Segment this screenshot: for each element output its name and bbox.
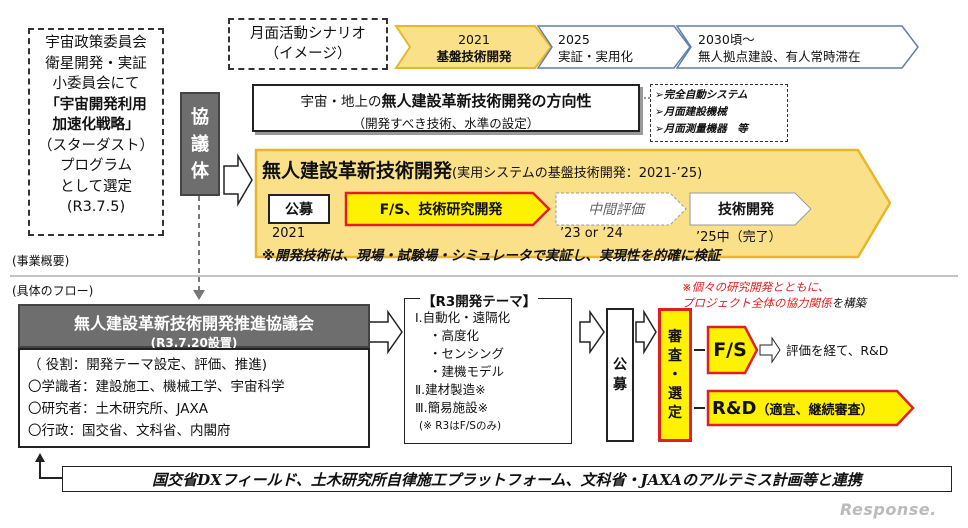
strategy-name: 「宇宙開発利用 加速化戦略」: [45, 96, 147, 134]
date-2021: 2021: [272, 226, 306, 241]
timeline-text: 実証・実用化: [558, 49, 634, 64]
timeline-chevron-2025: [536, 25, 691, 69]
timeline-item-2030: 2030頃〜 無人拠点建設、有人常時滞在: [688, 28, 898, 68]
direction-title-prefix: 宇宙・地上の: [300, 94, 382, 110]
direction-title: 無人建設革新技術開発の方向性: [381, 92, 592, 110]
rd-label: R&D: [712, 397, 757, 419]
koubo-vertical: 公 募: [606, 308, 634, 442]
step-dev-chevron: [689, 192, 812, 226]
red-note-emphasis: プロジェクト全体の協力関係: [682, 296, 832, 310]
kyogitai-box: 協 議 体: [180, 92, 220, 196]
step-fs-label: F/S、技術研究開発: [379, 202, 503, 218]
council-member: 〇行政：国交省、文科省、内閣府: [28, 423, 231, 439]
rd-chevron: [706, 389, 915, 427]
red-note: ※個々の研究開発とともに、 プロジェクト全体の協力関係を構築: [682, 279, 866, 311]
r3-item: Ⅱ.建材製造※: [415, 382, 486, 397]
timeline-chevron-2030: [675, 25, 919, 69]
r3-item: Ⅲ.簡易施設※: [415, 400, 489, 415]
council-member: 〇学識者：建設施工、機械工学、宇宙科学: [28, 379, 285, 395]
date-interim: ’23 or ’24: [560, 226, 623, 241]
step-dev-label: 技術開発: [718, 202, 774, 218]
stardust-box: 宇宙政策委員会 衛星開発・実証 小委員会にて 「宇宙開発利用 加速化戦略」 （ス…: [28, 28, 164, 236]
council-date: (R3.7.20設置): [150, 336, 238, 350]
rd-text: （適宜、継続審査）: [756, 402, 874, 418]
section-label-overview: (事業概要): [12, 254, 70, 268]
fs-result-arrow: [759, 336, 781, 364]
scenario-label: 月面活動シナリオ （イメージ）: [228, 18, 388, 70]
r3-subitem: ・高度化: [429, 328, 480, 343]
council-header: 無人建設革新技術開発推進協議会 (R3.7.20設置): [18, 304, 370, 350]
system-item: ➢月面建設機械: [655, 106, 727, 118]
stardust-line: 宇宙政策委員会: [45, 35, 147, 51]
main-note: ※開発技術は、現場・試験場・シミュレータで実証し、実現性を的確に検証: [262, 248, 721, 264]
timeline-chevron-2021: [394, 25, 553, 69]
response-watermark: Response.: [840, 500, 937, 519]
timeline-item-2025: 2025 実証・実用化: [548, 28, 676, 68]
timeline-year: 2021: [458, 32, 490, 47]
timeline-item-2021: 2021 基盤技術開発: [410, 28, 538, 68]
step-fs-chevron: [344, 191, 551, 227]
kyogitai-arrow: [223, 153, 253, 207]
main-title-row: 無人建設革新技術開発(実用システムの基盤技術開発：2021-’25): [262, 156, 862, 186]
timeline-text: 無人拠点建設、有人常時滞在: [698, 49, 861, 64]
flow-arrow-1: [579, 309, 605, 355]
council-arrow: [367, 309, 403, 355]
r3-note: (※ R3はF/Sのみ): [419, 420, 502, 432]
stardust-line: プログラム: [59, 158, 133, 174]
red-note-rest: を構築: [831, 296, 867, 310]
main-title: 無人建設革新技術開発: [262, 160, 453, 182]
council-body: （ 役割：開発テーマ設定、評価、推進) 〇学識者：建設施工、機械工学、宇宙科学 …: [18, 348, 370, 448]
shinsa-box: 審 査 ・ 選 定: [658, 308, 692, 442]
stardust-date: (R3.7.5): [66, 199, 126, 215]
step-koubo: 公募: [268, 194, 330, 224]
main-title-sub: (実用システムの基盤技術開発：2021-’25): [452, 166, 703, 181]
timeline-year: 2030頃〜: [698, 32, 755, 47]
fs-label: F/S: [713, 339, 747, 361]
system-item: ➢月面測量機器 等: [655, 123, 748, 135]
direction-box: 宇宙・地上の無人建設革新技術開発の方向性 （開発すべき技術、水準の設定）: [252, 84, 640, 132]
rd-row: R&D（適宜、継続審査）: [712, 394, 902, 422]
council-role: （ 役割：開発テーマ設定、評価、推進): [28, 357, 268, 373]
council-title: 無人建設革新技術開発推進協議会: [73, 314, 314, 333]
date-complete: ’25中（完了）: [696, 230, 782, 245]
fs-result-text: 評価を経て、R&D: [786, 343, 889, 358]
r3-subitem: ・建機モデル: [429, 364, 505, 379]
bottom-connector: [39, 458, 62, 479]
system-item: ➢完全自動システム: [655, 89, 748, 101]
step-interim-label: 中間評価: [588, 202, 644, 218]
timeline-text: 基盤技術開発: [436, 49, 512, 64]
stardust-line: （スターダスト）: [38, 137, 154, 154]
flow-arrow-2: [635, 309, 657, 355]
r3-subitem: ・センシング: [429, 346, 505, 361]
red-note-line1: ※個々の研究開発とともに、: [682, 280, 830, 294]
stardust-line: として選定: [59, 178, 133, 195]
r3-item: Ⅰ.自動化・遠隔化: [415, 310, 511, 325]
systems-box: ➢完全自動システム ➢月面建設機械 ➢月面測量機器 等: [650, 84, 788, 142]
stardust-line: 衛星開発・実証: [45, 55, 147, 72]
direction-subtitle: （開発すべき技術、水準の設定）: [352, 116, 540, 131]
council-member: 〇研究者：土木研究所、JAXA: [28, 401, 208, 417]
fs-chevron: [706, 325, 759, 375]
collaboration-bar: 国交省DXフィールド、土木研究所自律施工プラットフォーム、文科省・JAXAのアル…: [62, 466, 952, 492]
section-label-flow: (具体のフロー): [12, 284, 94, 298]
timeline-year: 2025: [558, 32, 590, 47]
r3-theme-header: 【R3開発テーマ】: [420, 290, 539, 310]
step-interim-chevron: [555, 192, 687, 226]
stardust-line: 小委員会にて: [52, 76, 140, 92]
r3-theme-box: Ⅰ.自動化・遠隔化 ・高度化 ・センシング ・建機モデル Ⅱ.建材製造※ Ⅲ.簡…: [404, 298, 572, 444]
